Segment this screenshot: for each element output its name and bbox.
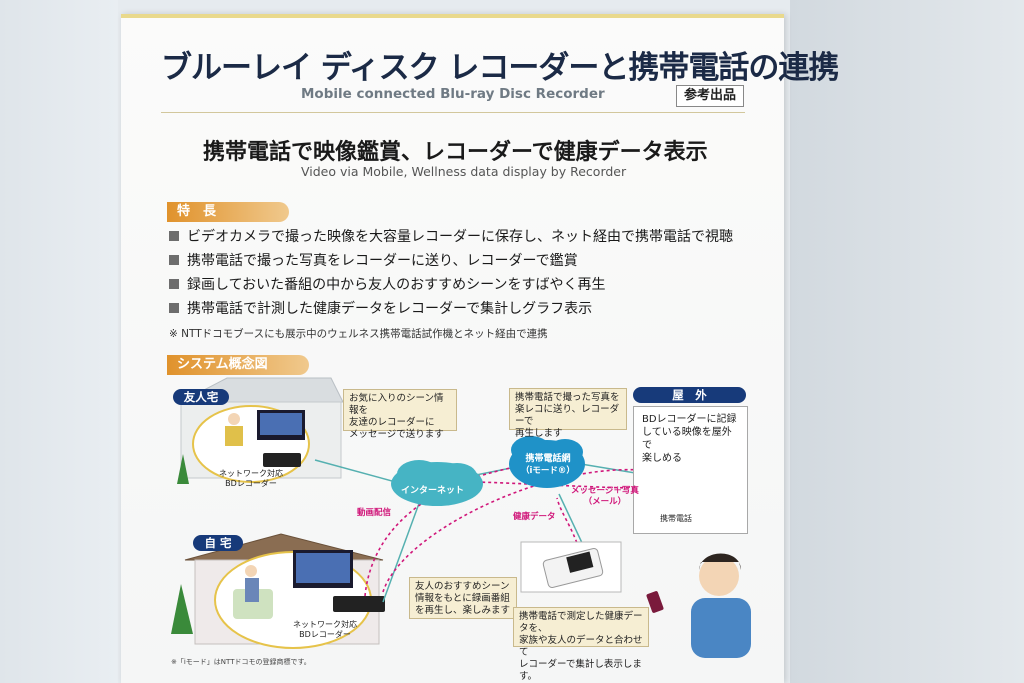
mobile-network-label: 携帯電話網（iモード®） <box>521 454 575 476</box>
features-heading: 特 長 <box>167 202 289 222</box>
message-photo-label: メッセージ＋写真（メール） <box>571 486 639 507</box>
imode-footnote: ※「iモード」はNTTドコモの登録商標です。 <box>171 658 311 666</box>
title-divider <box>161 112 745 113</box>
bullet-square-icon <box>169 255 179 265</box>
outdoor-person-icon <box>699 556 739 596</box>
reference-exhibit-badge: 参考出品 <box>676 85 744 107</box>
exhibit-panel: ブルーレイ ディスク レコーダーと携帯電話の連携 Mobile connecte… <box>121 14 839 683</box>
wall-left <box>0 0 118 683</box>
friend-scene-callout: お気に入りのシーン情報を友達のレコーダーにメッセージで送ります <box>343 389 457 440</box>
tree-icon <box>171 584 193 634</box>
recommend-scene-callout: 友人のおすすめシーン情報をもとに録画番組を再生し、楽しみます <box>409 577 517 619</box>
mobile-phone-label: 携帯電話 <box>660 514 692 523</box>
feature-item: 携帯電話で撮った写真をレコーダーに送り、レコーダーで鑑賞 <box>169 250 578 270</box>
panel-top-edge <box>121 14 784 18</box>
video-delivery-label: 動画配信 <box>357 508 392 518</box>
outdoor-box: BDレコーダーに記録 している映像を屋外で 楽しめる <box>633 406 748 534</box>
system-diagram-heading: システム概念図 <box>167 355 309 375</box>
outdoor-callout: BDレコーダーに記録 している映像を屋外で 楽しめる <box>642 414 737 464</box>
sofa-icon <box>233 589 273 619</box>
outdoor-label: 屋 外 <box>633 387 746 403</box>
friend-home-label: 友人宅 <box>173 389 229 405</box>
feature-text: 携帯電話で撮った写真をレコーダーに送り、レコーダーで鑑賞 <box>187 253 578 269</box>
feature-item: ビデオカメラで撮った映像を大容量レコーダーに保存し、ネット経由で携帯電話で視聴 <box>169 226 733 246</box>
bullet-square-icon <box>169 279 179 289</box>
feature-text: 携帯電話で計測した健康データをレコーダーで集計しグラフ表示 <box>187 301 593 317</box>
panel-subtitle-en: Video via Mobile, Wellness data display … <box>301 164 627 179</box>
internet-label: インターネット <box>401 486 465 496</box>
photo-callout: 携帯電話で撮った写真を楽レコに送り、レコーダーで再生します <box>509 388 627 439</box>
home-recorder-icon <box>333 596 385 612</box>
feature-item: 録画しておいた番組の中から友人のおすすめシーンをすばやく再生 <box>169 274 605 294</box>
bullet-square-icon <box>169 231 179 241</box>
health-callout: 携帯電話で測定した健康データを、家族や友人のデータと合わせてレコーダーで集計し表… <box>513 607 649 682</box>
panel-title: ブルーレイ ディスク レコーダーと携帯電話の連携 <box>161 50 839 86</box>
home-label: 自 宅 <box>193 535 243 551</box>
handheld-phone-icon <box>646 591 664 613</box>
bullet-square-icon <box>169 303 179 313</box>
panel-subtitle: 携帯電話で映像鑑賞、レコーダーで健康データ表示 <box>203 140 708 165</box>
health-data-label: 健康データ <box>513 512 556 522</box>
feature-text: ビデオカメラで撮った映像を大容量レコーダーに保存し、ネット経由で携帯電話で視聴 <box>187 229 733 245</box>
docomo-note: ※ NTTドコモブースにも展示中のウェルネス携帯電話試作機とネット経由で連携 <box>169 328 548 340</box>
feature-item: 携帯電話で計測した健康データをレコーダーで集計しグラフ表示 <box>169 298 592 318</box>
tree-icon <box>177 454 189 484</box>
wall-right <box>790 0 1024 683</box>
home-person-icon <box>245 565 257 577</box>
friend-recorder-icon <box>263 453 301 467</box>
feature-text: 録画しておいた番組の中から友人のおすすめシーンをすばやく再生 <box>187 277 606 293</box>
friend-person-icon <box>228 413 240 425</box>
panel-title-en: Mobile connected Blu-ray Disc Recorder <box>301 86 605 102</box>
